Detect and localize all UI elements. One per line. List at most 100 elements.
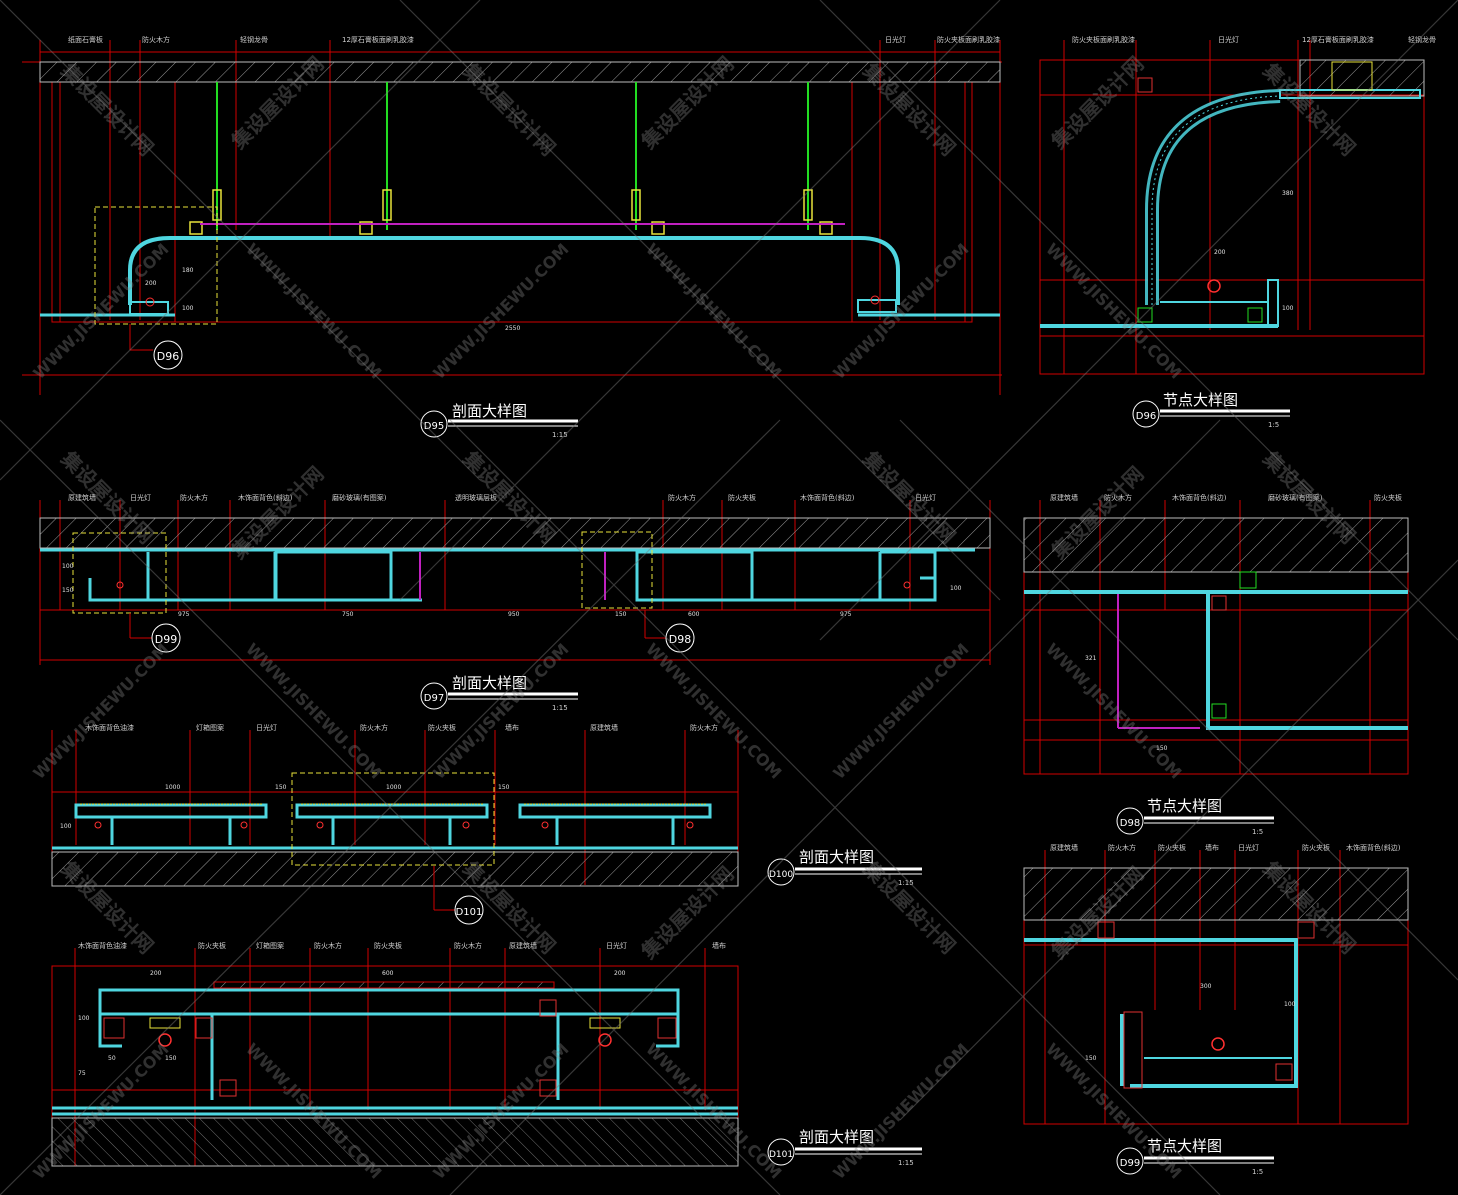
watermark-text: WWW.JISHEWU.COM — [829, 640, 972, 783]
callout-bubble-d101 — [454, 895, 484, 925]
label: 日光灯 — [915, 493, 936, 502]
dimension-text: 1000 — [165, 784, 180, 791]
d96-labels: 防火夹板面刷乳胶漆 日光灯 12厚石膏板面刷乳胶漆 轻钢龙骨 — [1072, 35, 1436, 44]
panel-d96: 防火夹板面刷乳胶漆 日光灯 12厚石膏板面刷乳胶漆 轻钢龙骨 200 380 1… — [1039, 35, 1436, 429]
dimension-text: 150 — [62, 587, 74, 594]
callout-label: D98 — [669, 633, 691, 646]
callout-bubble-d98 — [665, 623, 695, 653]
d100-labels: 木饰面背色油漆 灯箱图案 日光灯 防火木方 防火夹板 墙布 原建筑墙 防火木方 — [85, 723, 718, 732]
dimension-text: 100 — [1282, 305, 1294, 312]
fluorescent-lamp-icon — [145, 297, 155, 307]
lamps-d100 — [94, 821, 694, 829]
watermark-text: WWW.JISHEWU.COM — [642, 239, 785, 382]
fluorescent-lamp-icon — [598, 1033, 612, 1047]
label: 原建筑墙 — [1050, 493, 1078, 502]
panel-d100: 木饰面背色油漆 灯箱图案 日光灯 防火木方 防火夹板 墙布 原建筑墙 防火木方 … — [51, 723, 922, 925]
title-text: 剖面大样图 — [799, 848, 874, 866]
arch-profile — [1145, 89, 1281, 305]
dimension-text: 975 — [178, 611, 190, 618]
label: 防火木方 — [1104, 493, 1132, 502]
dimension-text: 100 — [78, 1015, 90, 1022]
fluorescent-lamp-icon — [903, 581, 911, 589]
label: 防火木方 — [454, 941, 482, 950]
label: 原建筑墙 — [509, 941, 537, 950]
label: 灯箱图案 — [196, 723, 224, 732]
dimension-text: 1000 — [386, 784, 401, 791]
scale-text: 1:15 — [898, 879, 914, 887]
curved-ceiling-profile — [128, 236, 900, 305]
title-block-d95: D95 剖面大样图 1:15 — [420, 402, 578, 439]
label: 防火夹板 — [374, 941, 402, 950]
label: 木饰面背色油漆 — [78, 941, 127, 950]
watermark-text: WWW.JISHEWU.COM — [829, 240, 972, 383]
d97-dims: 100 150 975 750 950 150 600 975 100 — [62, 563, 962, 618]
watermark-text: WWW.JISHEWU.COM — [1042, 1039, 1185, 1182]
label: 防火木方 — [142, 35, 170, 44]
panel-d98: 原建筑墙 防火木方 木饰面背色(斜边) 磨砂玻璃(有图案) 防火夹板 321 1… — [1023, 493, 1409, 836]
label: 日光灯 — [130, 493, 151, 502]
title-id: D99 — [1120, 1158, 1140, 1169]
label: 日光灯 — [256, 723, 277, 732]
label: 防火木方 — [1108, 843, 1136, 852]
d95-labels: 纸面石膏板 防火木方 轻钢龙骨 12厚石膏板面刷乳胶漆 日光灯 防火夹板面刷乳胶… — [68, 35, 1000, 44]
d101-labels: 木饰面背色油漆 防火夹板 灯箱图案 防火木方 防火夹板 防火木方 原建筑墙 日光… — [78, 941, 726, 950]
label: 日光灯 — [606, 941, 627, 950]
title-id: D98 — [1120, 818, 1140, 829]
dimension-text: 150 — [275, 784, 287, 791]
label: 防火夹板 — [1302, 843, 1330, 852]
dimension-text: 200 — [145, 280, 157, 287]
label: 日光灯 — [885, 35, 906, 44]
dimension-text: 150 — [1085, 1055, 1097, 1062]
panel-d99: 原建筑墙 防火木方 防火夹板 墙布 日光灯 防火夹板 木饰面背色(斜边) 300… — [1023, 843, 1409, 1176]
dimension-text: 975 — [840, 611, 852, 618]
label: 防火木方 — [180, 493, 208, 502]
label: 防火夹板 — [428, 723, 456, 732]
title-block-d96: D96 节点大样图 1:5 — [1132, 391, 1290, 429]
dimension-text: 200 — [1214, 249, 1226, 256]
dimension-text: 150 — [498, 784, 510, 791]
watermark-text: 集设屋设计网 — [1046, 52, 1149, 155]
scale-text: 1:5 — [1252, 1168, 1263, 1176]
title-text: 剖面大样图 — [452, 402, 527, 420]
fluorescent-lamp-icon — [1207, 279, 1221, 293]
dimension-text: 100 — [62, 563, 74, 570]
label: 原建筑墙 — [1050, 843, 1078, 852]
watermark-text: WWW.JISHEWU.COM — [1042, 639, 1185, 782]
label: 原建筑墙 — [590, 723, 618, 732]
scale-text: 1:15 — [552, 431, 568, 439]
dimension-text: 150 — [615, 611, 627, 618]
label: 防火夹板 — [1158, 843, 1186, 852]
d98-labels: 原建筑墙 防火木方 木饰面背色(斜边) 磨砂玻璃(有图案) 防火夹板 — [1050, 493, 1402, 502]
ceiling-slab — [39, 61, 1001, 83]
fluorescent-lamp-icon — [116, 581, 124, 589]
watermark-text: WWW.JISHEWU.COM — [242, 639, 385, 782]
label: 木饰面背色(斜边) — [238, 493, 293, 502]
watermark-text: WWW.JISHEWU.COM — [29, 640, 172, 783]
label: 日光灯 — [1218, 35, 1239, 44]
d99-labels: 原建筑墙 防火木方 防火夹板 墙布 日光灯 防火夹板 木饰面背色(斜边) — [1050, 843, 1401, 852]
timber-blocks-d101 — [103, 999, 677, 1097]
dimension-text: 100 — [950, 585, 962, 592]
label: 防火夹板 — [1374, 493, 1402, 502]
watermark-text: WWW.JISHEWU.COM — [642, 639, 785, 782]
label: 墙布 — [1205, 843, 1219, 852]
dimension-text: 50 — [108, 1055, 116, 1062]
callout-label: D101 — [456, 907, 483, 918]
fluorescent-lamp-icon — [1211, 1037, 1225, 1051]
label: 轻钢龙骨 — [240, 35, 268, 44]
label: 12厚石膏板面刷乳胶漆 — [342, 35, 414, 44]
dimension-text: 600 — [382, 970, 394, 977]
title-block-d97: D97 剖面大样图 1:15 — [420, 674, 578, 712]
fluorescent-lamp-icon — [870, 295, 880, 305]
title-text: 剖面大样图 — [452, 674, 527, 692]
dimension-text: 300 — [1200, 983, 1212, 990]
callout-bubble-d99 — [151, 623, 181, 653]
scale-text: 1:5 — [1252, 828, 1263, 836]
scale-text: 1:15 — [552, 704, 568, 712]
title-block-d99: D99 节点大样图 1:5 — [1116, 1137, 1274, 1176]
hanger-rods — [216, 82, 809, 230]
label: 防火木方 — [360, 723, 388, 732]
watermark-text: WWW.JISHEWU.COM — [29, 240, 172, 383]
dimension-text: 100 — [60, 823, 72, 830]
